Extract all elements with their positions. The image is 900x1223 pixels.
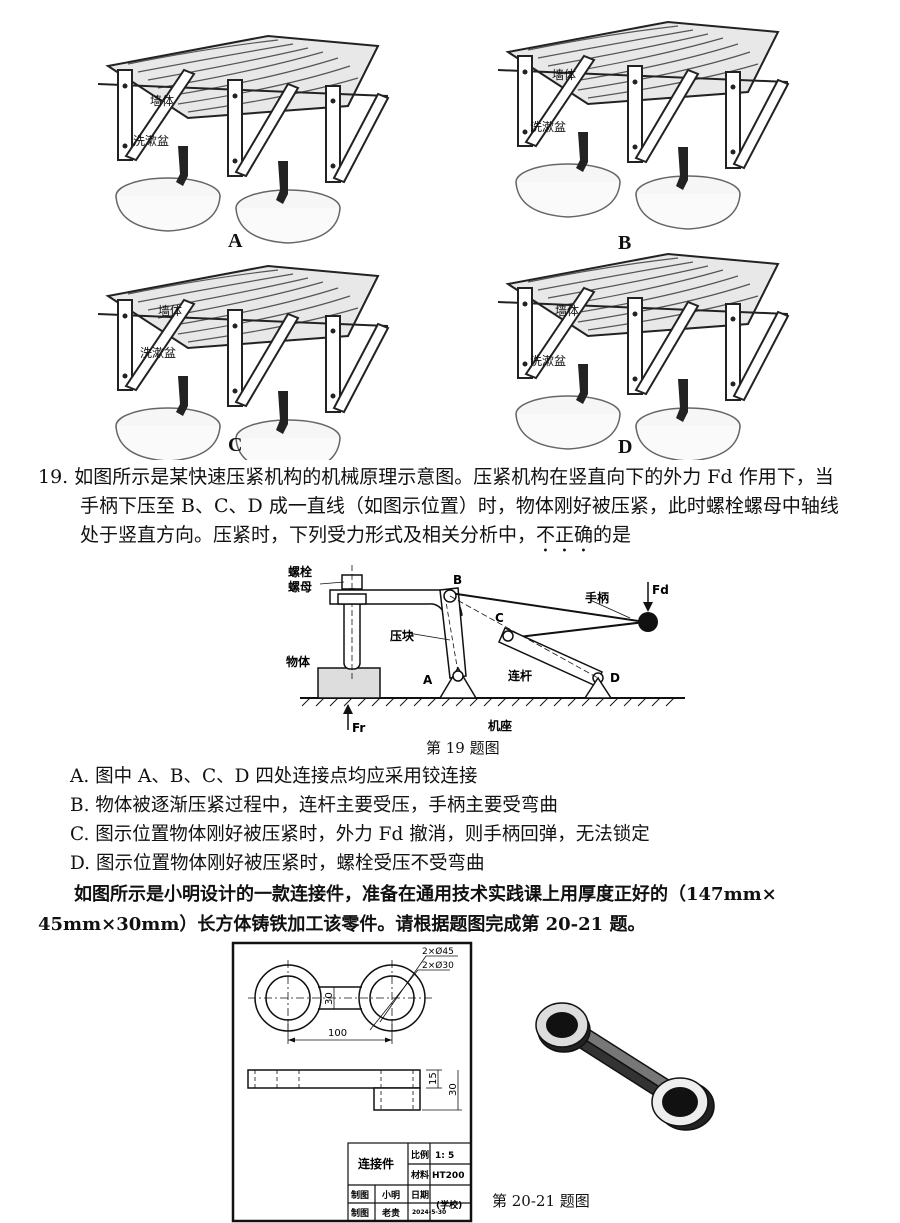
q19-stem-2: 手柄下压至 B、C、D 成一直线（如图示位置）时，物体刚好被压紧，此时螺栓螺母中… bbox=[80, 495, 839, 517]
q19-stem-3a: 处于竖直方向。压紧时，下列受力形式及相关分析中， bbox=[80, 524, 537, 546]
option-letter-b: B bbox=[618, 232, 632, 254]
label-a: A bbox=[423, 673, 433, 687]
label-d: D bbox=[610, 671, 620, 685]
dim-30: 30 bbox=[324, 992, 335, 1005]
q19-option-c: C. 图示位置物体刚好被压紧时，外力 Fd 撤消，则手柄回弹，无法锁定 bbox=[70, 820, 650, 849]
rack-c-wall-label: 墙体 bbox=[158, 304, 183, 318]
dim-30b: 30 bbox=[448, 1083, 459, 1096]
q19-option-a-text: 图中 A、B、C、D 四处连接点均应采用铰连接 bbox=[95, 766, 478, 787]
q19-option-b: B. 物体被逐渐压紧过程中，连杆主要受压，手柄主要受弯曲 bbox=[70, 791, 558, 820]
q19-option-d: D. 图示位置物体刚好被压紧时，螺栓受压不受弯曲 bbox=[70, 849, 484, 878]
q19-number: 19. bbox=[38, 466, 69, 488]
rack-d-wall-label: 墙体 bbox=[555, 304, 580, 318]
q20-caption: 第 20-21 题图 bbox=[492, 1192, 590, 1210]
label-object: 物体 bbox=[286, 654, 311, 669]
label-fd: Fd bbox=[652, 583, 669, 597]
rack-options-figure bbox=[97, 21, 789, 460]
q19-option-b-text: 物体被逐渐压紧过程中，连杆主要受压，手柄主要受弯曲 bbox=[95, 795, 558, 816]
label-rod: 连杆 bbox=[508, 668, 532, 683]
rack-c-basin-label: 洗漱盆 bbox=[140, 346, 177, 360]
title-school: (学校) bbox=[436, 1199, 462, 1211]
q19-line-1: 19. 如图所示是某快速压紧机构的机械原理示意图。压紧机构在竖直向下的外力 Fd… bbox=[38, 463, 834, 492]
title-scale-label: 比例 bbox=[411, 1149, 429, 1161]
title-scale-value: 1: 5 bbox=[435, 1151, 454, 1161]
title-material-value: HT200 bbox=[432, 1171, 464, 1181]
q19-option-b-label: B. bbox=[70, 795, 90, 816]
q20-intro-1: 如图所示是小明设计的一款连接件，准备在通用技术实践课上用厚度正好的（147mm× bbox=[74, 884, 777, 905]
q19-option-c-text: 图示位置物体刚好被压紧时，外力 Fd 撤消，则手柄回弹，无法锁定 bbox=[95, 824, 650, 845]
title-drawn-name: 小明 bbox=[381, 1189, 400, 1201]
q19-option-a: A. 图中 A、B、C、D 四处连接点均应采用铰连接 bbox=[70, 762, 477, 791]
label-bolt: 螺栓 bbox=[288, 564, 312, 579]
dim-hole-large: 2×Ø45 bbox=[422, 946, 454, 957]
option-letter-a: A bbox=[228, 230, 243, 252]
q19-stem-3c: 的是 bbox=[593, 524, 632, 546]
label-press-block: 压块 bbox=[390, 628, 415, 643]
rack-b-wall-label: 墙体 bbox=[552, 68, 577, 82]
title-check-name: 老贵 bbox=[381, 1207, 400, 1219]
dim-hole-small: 2×Ø30 bbox=[422, 960, 454, 971]
label-handle: 手柄 bbox=[585, 590, 609, 605]
rack-d-basin-label: 洗漱盆 bbox=[530, 354, 567, 368]
label-nut: 螺母 bbox=[288, 579, 312, 594]
q20-intro-2: 45mm×30mm）长方体铸铁加工该零件。请根据题图完成第 20-21 题。 bbox=[38, 914, 646, 935]
q20-part-3d-view bbox=[535, 1002, 715, 1131]
rack-a-wall-label: 墙体 bbox=[150, 94, 175, 108]
q19-option-d-text: 图示位置物体刚好被压紧时，螺栓受压不受弯曲 bbox=[95, 853, 485, 874]
q19-option-c-label: C. bbox=[70, 824, 90, 845]
title-check-label: 制图 bbox=[351, 1207, 369, 1219]
title-date-label: 日期 bbox=[411, 1189, 429, 1201]
label-base: 机座 bbox=[488, 718, 512, 733]
dim-100: 100 bbox=[328, 1028, 347, 1039]
title-part-name: 连接件 bbox=[358, 1156, 394, 1171]
q19-option-d-label: D. bbox=[70, 853, 91, 874]
option-letter-d: D bbox=[618, 436, 633, 458]
q19-stem-1: 如图所示是某快速压紧机构的机械原理示意图。压紧机构在竖直向下的外力 Fd 作用下… bbox=[74, 466, 834, 488]
rack-a-basin-label: 洗漱盆 bbox=[133, 134, 170, 148]
title-date-value: 2024-5-30 bbox=[412, 1209, 446, 1216]
label-fr: Fr bbox=[352, 721, 365, 735]
title-drawn-label: 制图 bbox=[351, 1189, 369, 1201]
q19-caption: 第 19 题图 bbox=[426, 739, 500, 757]
q19-line-3: 处于竖直方向。压紧时，下列受力形式及相关分析中，不正确的是 bbox=[80, 521, 631, 557]
dim-15: 15 bbox=[428, 1072, 439, 1085]
q19-emphasis: 不正确 bbox=[536, 524, 594, 546]
q20-engineering-drawing: 100 30 2×Ø45 2×Ø30 15 30 连接件 比例 1: 5 材料 … bbox=[231, 941, 473, 1223]
label-c: C bbox=[495, 611, 504, 625]
option-letter-c: C bbox=[228, 434, 243, 456]
rack-b-basin-label: 洗漱盆 bbox=[530, 120, 567, 134]
title-material-label: 材料 bbox=[410, 1169, 429, 1181]
q19-option-a-label: A. bbox=[70, 766, 90, 787]
q19-mechanism-figure: 螺栓 螺母 压块 物体 连杆 手柄 机座 Fd Fr A B C D bbox=[286, 564, 685, 735]
label-b: B bbox=[453, 573, 462, 587]
